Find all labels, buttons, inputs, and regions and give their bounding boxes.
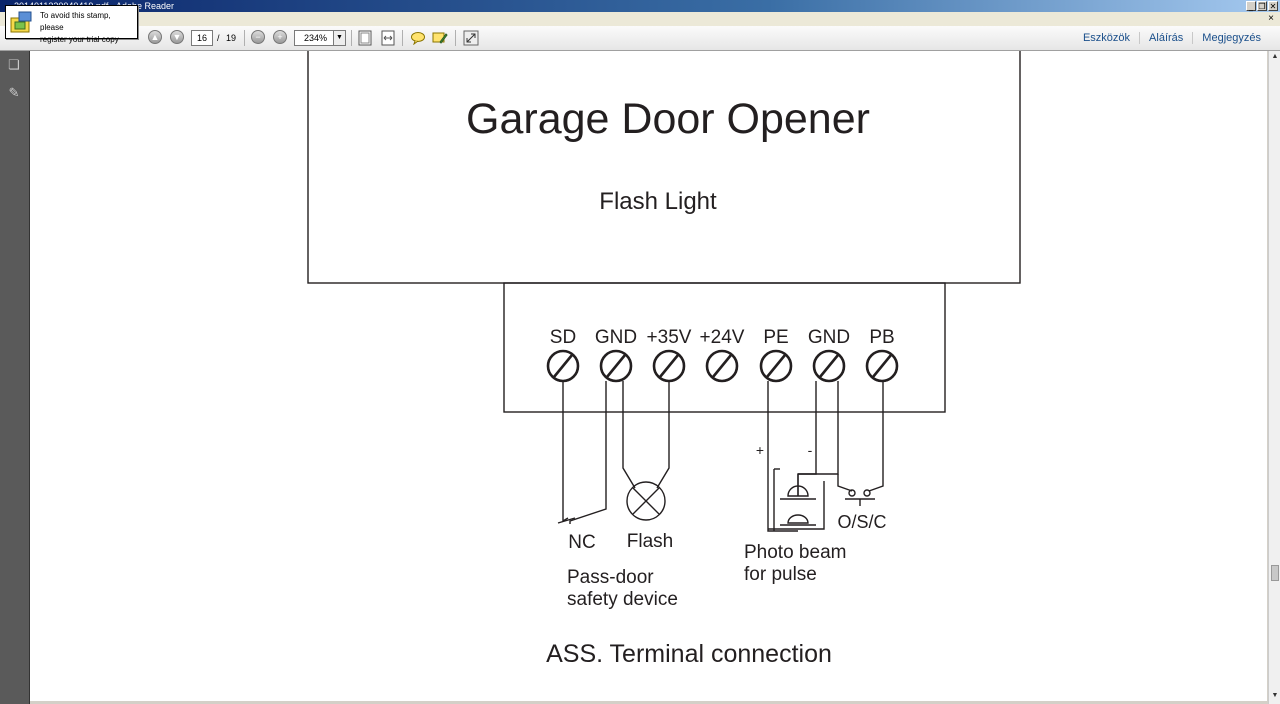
sign-link[interactable]: Aláírás bbox=[1139, 32, 1192, 44]
total-pages: 19 bbox=[226, 33, 237, 43]
flash-lamp-symbol bbox=[626, 481, 666, 521]
toolbar-links: Eszközök Aláírás Megjegyzés bbox=[1074, 26, 1270, 50]
fit-width-icon[interactable] bbox=[380, 30, 396, 46]
expand-icon[interactable] bbox=[463, 30, 479, 46]
terminal-label: GND bbox=[595, 327, 637, 348]
pages-icon[interactable]: ❏ bbox=[8, 57, 20, 72]
zoom-in-button[interactable]: + bbox=[273, 30, 287, 44]
terminal-screw-slot bbox=[711, 354, 733, 378]
zoom-input[interactable]: 234% bbox=[294, 30, 334, 46]
page-separator: / bbox=[217, 33, 220, 43]
terminal-screw-slot bbox=[871, 354, 893, 378]
navigation-pane: ❏ ✎ bbox=[0, 51, 30, 704]
terminal-screw-slot bbox=[658, 354, 680, 378]
close-document-button[interactable]: × bbox=[1268, 13, 1274, 24]
window-title-bar: 2014011320040419.pdf - Adobe Reader _ ❐ … bbox=[0, 0, 1280, 12]
opener-box bbox=[307, 51, 1021, 284]
zoom-dropdown-button[interactable]: ▼ bbox=[334, 30, 346, 46]
scroll-up-button[interactable]: ▲ bbox=[1271, 53, 1279, 60]
scroll-thumb[interactable] bbox=[1271, 565, 1279, 581]
diagram-caption: ASS. Terminal connection bbox=[546, 640, 832, 668]
scroll-down-button[interactable]: ▼ bbox=[1271, 692, 1279, 699]
terminal-label: +35V bbox=[647, 327, 692, 348]
toolbar-separator bbox=[455, 30, 456, 46]
safety-device-label: safety device bbox=[567, 589, 678, 610]
for-pulse-label: for pulse bbox=[744, 564, 817, 585]
toolbar-separator bbox=[244, 30, 245, 46]
window-controls: _ ❐ ✕ bbox=[1246, 1, 1278, 11]
osc-label: O/S/C bbox=[837, 512, 886, 532]
attachments-icon[interactable]: ✎ bbox=[8, 85, 20, 100]
pass-door-label: Pass-door bbox=[567, 567, 654, 588]
terminal-screw-slot bbox=[765, 354, 787, 378]
comment-icon[interactable] bbox=[410, 30, 426, 46]
diagram-title: Garage Door Opener bbox=[466, 95, 870, 143]
trial-stamp-notice[interactable]: To avoid this stamp, please register you… bbox=[5, 5, 138, 44]
plus-label: + bbox=[756, 442, 764, 458]
minimize-button[interactable]: _ bbox=[1246, 1, 1256, 11]
terminal-label: GND bbox=[808, 327, 850, 348]
stamp-line-1: To avoid this stamp, please bbox=[40, 11, 111, 32]
zoom-out-button[interactable]: − bbox=[251, 30, 265, 44]
terminal-label: SD bbox=[550, 327, 576, 348]
stamp-line-2: register your trial copy bbox=[40, 35, 119, 44]
toolbar-separator bbox=[402, 30, 403, 46]
toolbar: ▲ ▼ 16 / 19 − + 234% ▼ Eszközök Aláírás … bbox=[0, 26, 1280, 51]
comment-link[interactable]: Megjegyzés bbox=[1192, 32, 1270, 44]
wiring-diagram: Garage Door Opener Flash Light SD GND +35V… bbox=[307, 51, 1021, 668]
tools-link[interactable]: Eszközök bbox=[1082, 32, 1131, 44]
document-page: Garage Door Opener Flash Light SD GND +35V… bbox=[30, 51, 1267, 701]
previous-page-button[interactable]: ▲ bbox=[148, 30, 162, 44]
terminal-screw-slot bbox=[605, 354, 627, 378]
menu-bar: × bbox=[0, 12, 1280, 27]
photo-beam-label: Photo beam bbox=[744, 542, 846, 563]
terminal-label: PE bbox=[763, 327, 788, 348]
terminal-label: PB bbox=[869, 327, 894, 348]
diagram-subtitle: Flash Light bbox=[599, 188, 717, 215]
terminal-screw-slot bbox=[552, 354, 574, 378]
vertical-scrollbar[interactable]: ▲ ▼ bbox=[1268, 51, 1280, 704]
next-page-button[interactable]: ▼ bbox=[170, 30, 184, 44]
minus-label: - bbox=[808, 442, 813, 458]
toolbar-separator bbox=[351, 30, 352, 46]
terminal-label: +24V bbox=[700, 327, 745, 348]
trial-stamp-icon bbox=[10, 11, 32, 33]
highlight-icon[interactable] bbox=[432, 30, 448, 46]
fit-page-icon[interactable] bbox=[357, 30, 373, 46]
terminal-screw-slot bbox=[818, 354, 840, 378]
terminal-block bbox=[503, 282, 946, 413]
page-number-input[interactable]: 16 bbox=[191, 30, 213, 46]
nc-label: NC bbox=[568, 532, 595, 553]
close-window-button[interactable]: ✕ bbox=[1268, 1, 1278, 11]
restore-button[interactable]: ❐ bbox=[1257, 1, 1267, 11]
flash-label: Flash bbox=[627, 531, 673, 552]
